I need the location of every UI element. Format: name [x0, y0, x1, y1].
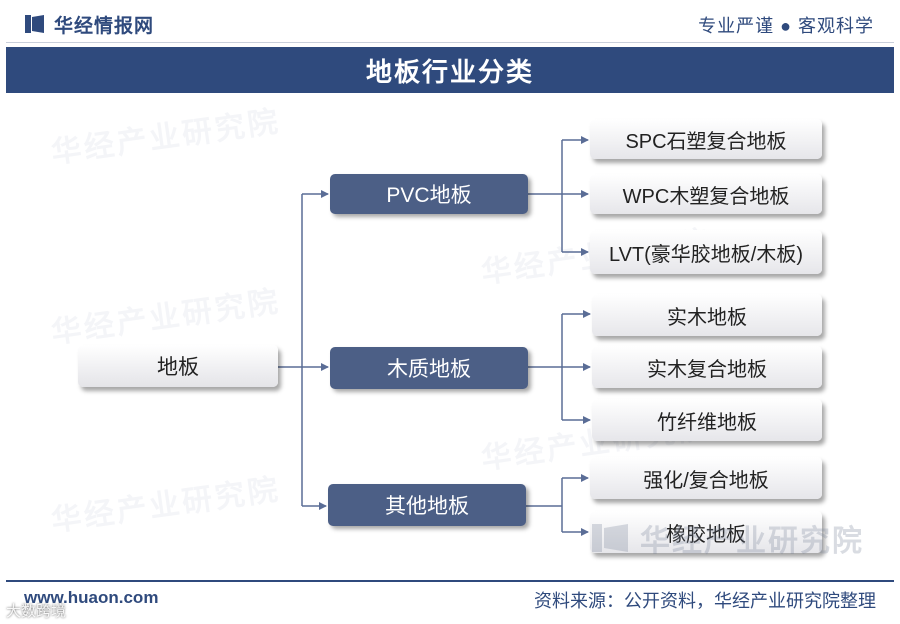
leaf-node: LVT(豪华胶地板/木板) — [590, 230, 822, 274]
brand-name: 华经情报网 — [54, 16, 155, 37]
watermark-logo-icon — [592, 524, 628, 552]
category-node-pvc: PVC地板 — [330, 174, 528, 214]
root-node: 地板 — [78, 345, 278, 387]
watermark-text: 华经产业研究院 — [640, 525, 864, 558]
diagram-title-bar: 地板行业分类 — [6, 47, 894, 93]
brand-logo-icon — [25, 15, 44, 33]
leaf-node: WPC木塑复合地板 — [590, 174, 822, 214]
leaf-node: 实木地板 — [592, 294, 822, 336]
source-note: 资料来源：公开资料，华经产业研究院整理 — [534, 591, 876, 611]
leaf-node: 竹纤维地板 — [592, 399, 822, 441]
leaf-node: 橡胶地板 — [590, 511, 822, 553]
footer-divider — [6, 580, 894, 582]
website-link[interactable]: www.huaon.com — [24, 588, 159, 607]
leaf-node: 强化/复合地板 — [590, 457, 822, 499]
leaf-node: 实木复合地板 — [592, 346, 822, 388]
diagram-title: 地板行业分类 — [365, 56, 534, 87]
overlay-watermark: 大数跨境 — [6, 603, 67, 620]
category-node-other: 其他地板 — [328, 484, 526, 526]
slogan: 专业严谨 ● 客观科学 — [698, 16, 874, 36]
header-divider — [6, 42, 894, 43]
leaf-node: SPC石塑复合地板 — [590, 119, 822, 159]
category-node-wood: 木质地板 — [330, 347, 528, 389]
